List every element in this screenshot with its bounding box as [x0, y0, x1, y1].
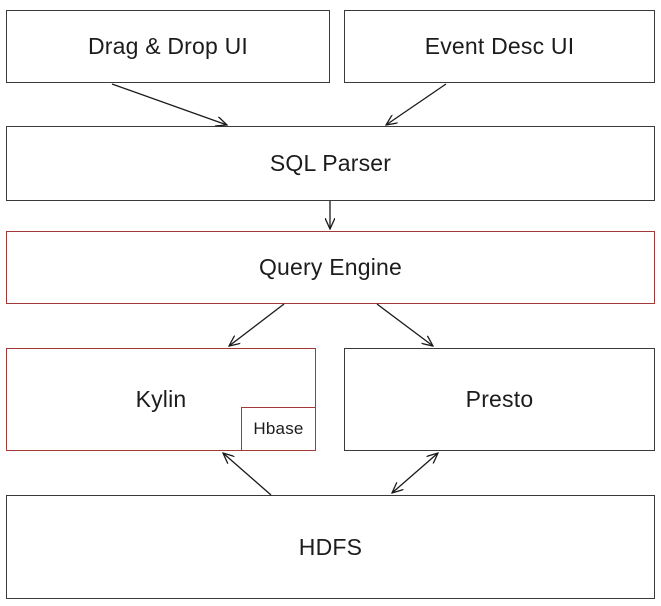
edge-hdfs-to-kylin	[223, 453, 272, 496]
node-hbase: Hbase	[241, 407, 316, 451]
edge-drag-drop-to-sql-parser	[111, 83, 227, 125]
edge-query-engine-to-kylin	[229, 303, 285, 346]
edge-hdfs-presto-bidirectional	[392, 453, 438, 493]
node-kylin-label: Kylin	[135, 386, 187, 412]
node-sql-parser-label: SQL Parser	[269, 150, 392, 176]
node-presto: Presto	[344, 348, 655, 451]
node-hdfs-label: HDFS	[298, 533, 363, 560]
node-kylin: Kylin	[6, 348, 316, 451]
node-hdfs: HDFS	[6, 495, 655, 599]
node-drag-drop-ui: Drag & Drop UI	[6, 10, 330, 83]
edge-event-desc-to-sql-parser	[386, 83, 447, 125]
node-sql-parser: SQL Parser	[6, 126, 655, 201]
node-query-engine: Query Engine	[6, 231, 655, 304]
node-event-desc-ui-label: Event Desc UI	[424, 33, 575, 59]
node-hbase-label: Hbase	[253, 419, 304, 438]
node-event-desc-ui: Event Desc UI	[344, 10, 655, 83]
node-drag-drop-ui-label: Drag & Drop UI	[87, 33, 248, 59]
edge-query-engine-to-presto	[376, 303, 433, 346]
node-presto-label: Presto	[465, 386, 534, 412]
node-query-engine-label: Query Engine	[258, 254, 403, 280]
